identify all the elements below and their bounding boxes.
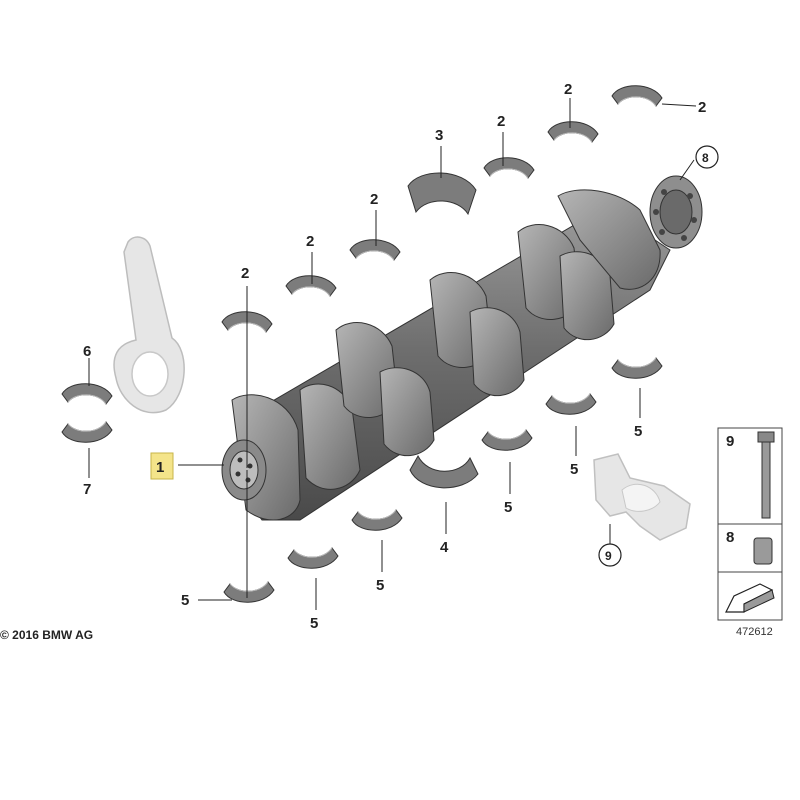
callout-bearing-lower-3: 5 — [376, 577, 384, 594]
callout-bearing-lower-7: 5 — [634, 423, 642, 440]
lower-bearing-shells — [223, 357, 663, 603]
callout-bearing-lower-5: 5 — [504, 499, 512, 516]
bolt-icon — [757, 431, 775, 519]
diagram-number: 472612 — [736, 626, 773, 638]
callout-main-part: 1 — [156, 459, 164, 476]
leader-lines — [88, 98, 697, 610]
callout-bearing-upper-1: 2 — [241, 265, 249, 282]
main-part-highlight — [150, 452, 174, 480]
bolt-circle-marker — [598, 543, 622, 567]
conrod-bearing-shells — [61, 383, 113, 443]
legend-bolt-number: 9 — [726, 433, 734, 450]
upper-bearing-shells — [221, 85, 663, 333]
copyright-text: © 2016 BMW AG — [0, 628, 94, 642]
connecting-rod — [113, 236, 185, 414]
callout-conrod-lower: 7 — [83, 481, 91, 498]
callout-labels: 1 2 2 2 3 2 2 2 5 5 5 4 5 5 5 6 7 8 9 — [83, 81, 719, 632]
crankshaft — [221, 175, 703, 521]
callout-bearing-upper-7: 2 — [698, 99, 706, 116]
callout-bearing-upper-2: 2 — [306, 233, 314, 250]
callout-conrod-upper: 6 — [83, 343, 91, 360]
legend-box: 9 8 — [717, 427, 783, 621]
callout-bearing-upper-3: 2 — [370, 191, 378, 208]
dowel-circle-marker — [695, 145, 719, 169]
callout-bearing-upper-5: 2 — [497, 113, 505, 130]
arrow-icon — [725, 583, 775, 613]
dowel-icon — [753, 537, 773, 565]
callout-bolt-circle: 9 — [605, 549, 612, 563]
callout-dowel-circle: 8 — [702, 151, 709, 165]
callout-bearing-upper-4: 3 — [435, 127, 443, 144]
callout-bearing-lower-4: 4 — [440, 539, 449, 556]
callout-bearing-lower-1: 5 — [181, 592, 189, 609]
legend-dowel-number: 8 — [726, 529, 734, 546]
callout-bearing-lower-2: 5 — [310, 615, 318, 632]
bearing-cap — [593, 453, 691, 541]
callout-bearing-lower-6: 5 — [570, 461, 578, 478]
callout-bearing-upper-6: 2 — [564, 81, 572, 98]
